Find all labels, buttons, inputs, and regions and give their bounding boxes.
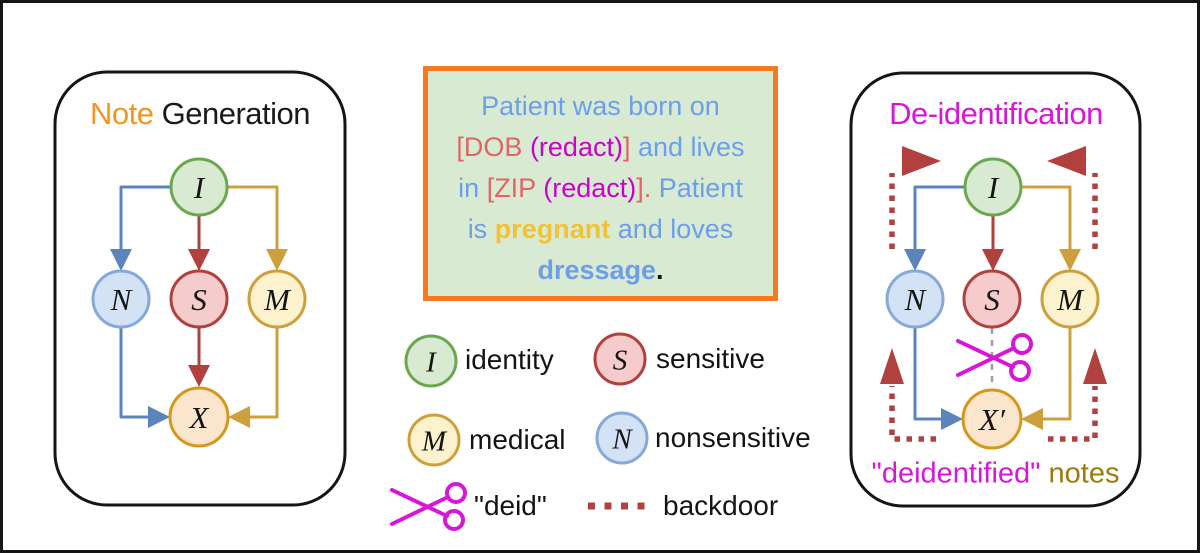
note-text-segment: pregnant <box>494 214 611 244</box>
note-text-segment: dressage <box>537 255 657 285</box>
edge-I-to-N <box>110 185 171 271</box>
node-nonsensitive <box>91 269 151 329</box>
title-note-highlight: Note <box>90 96 154 131</box>
legend-nonsensitive-circle <box>595 411 649 465</box>
deidentification-panel: I N S M X′ <box>849 71 1142 508</box>
legend-label-backdoor: backdoor <box>663 490 779 521</box>
legend-nonsensitive-letter: N <box>611 423 633 455</box>
deidentified-notes-caption: "deidentified" notes <box>851 458 1140 491</box>
legend-symbols: I S M N <box>390 332 654 531</box>
node-identity <box>169 157 229 217</box>
scissors-legend-icon <box>390 482 467 531</box>
node-identity-deid <box>963 157 1023 217</box>
node-sensitive-label: S <box>191 282 207 317</box>
legend-sensitive-circle <box>593 332 647 386</box>
legend-label-nonsensitive: nonsensitive <box>655 422 811 453</box>
legend-label-medical: medical <box>469 424 566 455</box>
legend-medical-letter: M <box>421 425 448 457</box>
node-sensitive-deid-label: S <box>984 282 1000 317</box>
note-line-1: Patient was born on <box>428 86 773 127</box>
note-text-segment: ] <box>622 132 631 162</box>
edge-S-to-X <box>188 327 210 387</box>
node-nonsensitive-label: N <box>110 282 134 317</box>
backdoor-path-right <box>1047 146 1107 442</box>
legend-label-identity: identity <box>465 344 554 375</box>
edge-I-to-S-deid <box>982 215 1004 271</box>
note-text-segment: [DOB <box>456 132 530 162</box>
node-notes-label: X <box>188 400 210 435</box>
deidentification-title: De-identification <box>889 96 1103 131</box>
note-generation-title: Note Generation <box>55 96 345 132</box>
note-line-3: in [ZIP (redact)]. Patient <box>428 168 773 209</box>
legend-label-sensitive: sensitive <box>656 343 765 374</box>
note-text-segment: ]. <box>636 173 652 203</box>
edge-N-to-Xprime <box>913 327 963 430</box>
backdoor-path-left <box>880 146 941 442</box>
legend-sensitive-letter: S <box>613 344 628 376</box>
note-text-segment: (redact) <box>529 132 623 162</box>
node-medical-deid <box>1040 269 1100 329</box>
caption-deidentified: "deidentified" <box>871 457 1041 490</box>
node-deidentified-notes <box>961 388 1023 450</box>
note-text-segment: in <box>458 173 487 203</box>
edge-I-to-S <box>188 215 210 271</box>
note-line-4: is pregnant and loves <box>428 209 773 250</box>
caption-notes: notes <box>1040 457 1120 490</box>
node-sensitive <box>169 269 229 329</box>
note-text-segment: Patient was born on <box>481 91 720 121</box>
node-medical <box>247 269 307 329</box>
legend-label-deid: "deid" <box>474 490 547 521</box>
edge-M-to-X <box>228 327 279 428</box>
note-text-segment: [ZIP <box>486 173 544 203</box>
example-note-box: Patient was born on [DOB (redact)] and l… <box>423 66 778 301</box>
node-identity-deid-label: I <box>987 170 1000 205</box>
node-deidentified-notes-label: X′ <box>977 402 1006 437</box>
note-text-segment: Patient <box>651 173 743 203</box>
note-text-segment: (redact) <box>543 173 637 203</box>
node-notes <box>168 386 230 448</box>
legend-identity-letter: I <box>425 346 437 378</box>
note-generation-panel: I N S M X <box>53 70 347 507</box>
legend-identity-circle <box>404 334 458 388</box>
edge-M-to-Xprime <box>1021 327 1072 430</box>
diagram-layer: I N S M X <box>53 70 1142 531</box>
note-text-segment: . <box>656 255 664 285</box>
note-text-segment: and lives <box>630 132 745 162</box>
edge-I-to-M <box>227 185 288 271</box>
edge-N-to-X <box>119 327 170 428</box>
note-text-segment: and loves <box>610 214 734 244</box>
node-identity-label: I <box>193 170 206 205</box>
node-nonsensitive-deid <box>885 269 945 329</box>
node-medical-label: M <box>263 282 292 317</box>
node-sensitive-deid <box>962 269 1022 329</box>
legend-medical-circle <box>407 413 461 467</box>
edge-I-to-M-deid <box>1021 185 1081 271</box>
title-generation: Generation <box>161 96 311 131</box>
note-line-2: [DOB (redact)] and lives <box>428 127 773 168</box>
note-line-5: dressage. <box>428 250 773 291</box>
note-text-segment: is <box>467 214 495 244</box>
edge-I-to-N-deid <box>904 185 965 271</box>
node-nonsensitive-deid-label: N <box>904 282 928 317</box>
node-medical-deid-label: M <box>1056 282 1085 317</box>
